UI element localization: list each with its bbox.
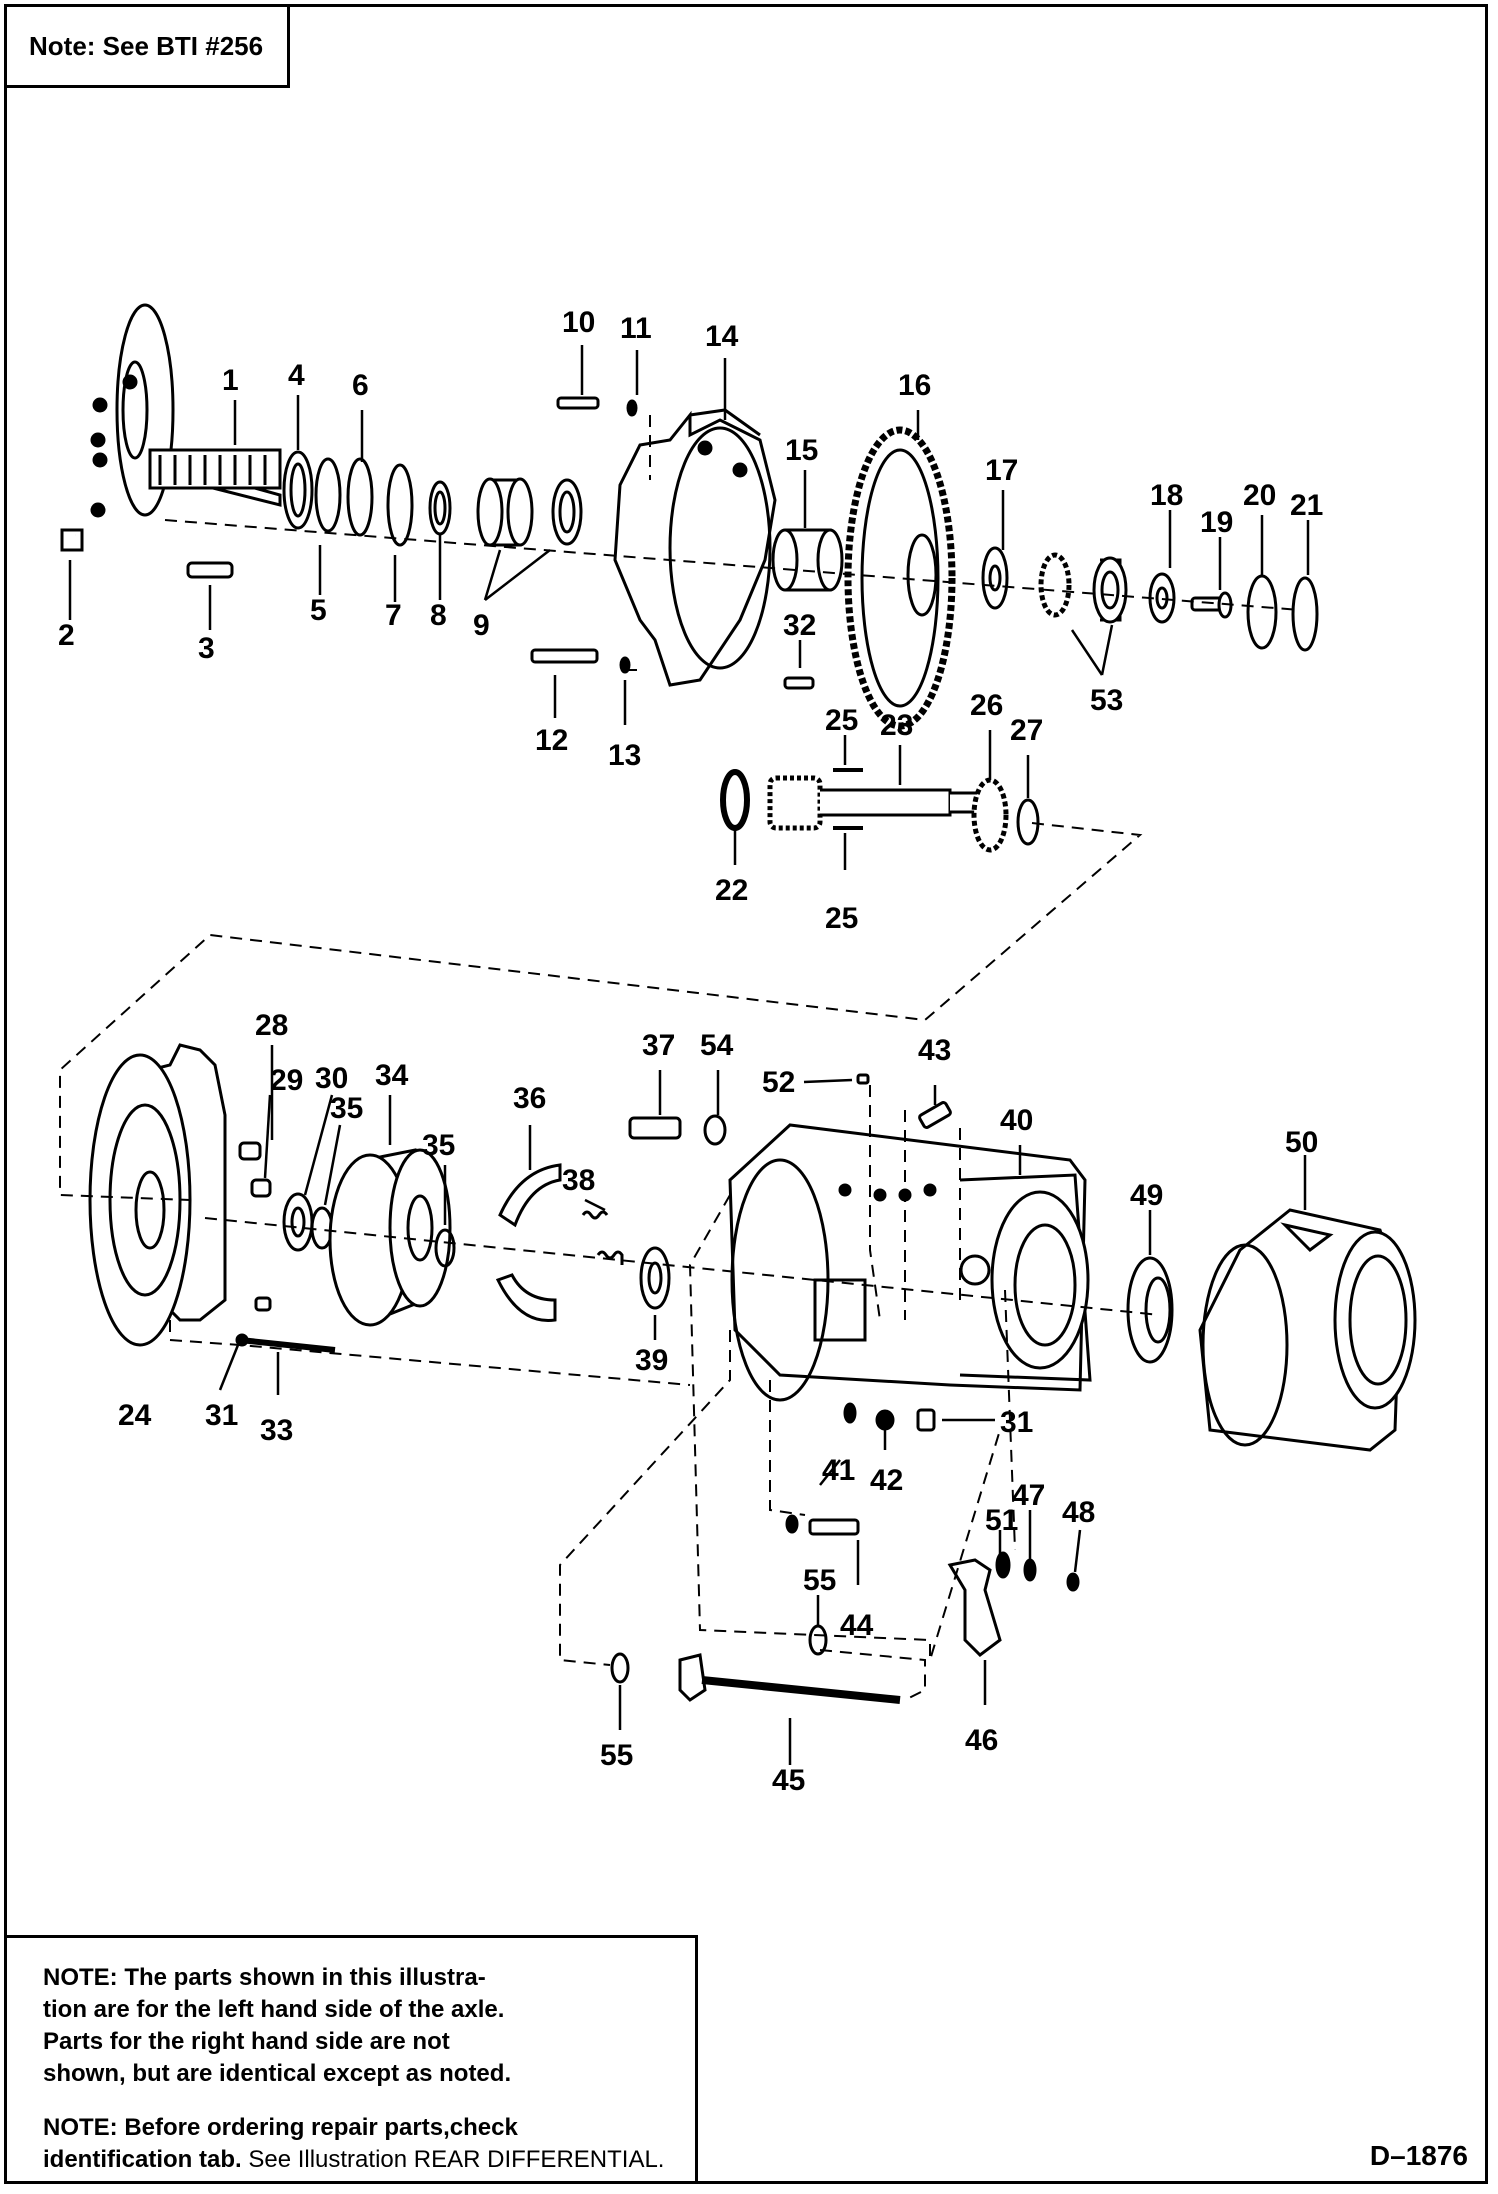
callout-33: 33	[260, 1414, 293, 1447]
header-note: Note: See BTI #256	[4, 4, 290, 88]
drive-case	[728, 1123, 1092, 1402]
note-line-4: shown, but are identical except as noted…	[43, 2060, 512, 2087]
note-line-6: identification tab. See Illustration REA…	[43, 2144, 665, 2176]
callout-45: 45	[772, 1764, 805, 1797]
note-line-2: tion are for the left hand side of the a…	[43, 1996, 505, 2023]
callout-6: 6	[352, 369, 369, 402]
callout-20: 20	[1243, 479, 1276, 512]
drive-housing	[88, 1043, 227, 1347]
callout-54: 54	[700, 1029, 734, 1062]
callout-5: 5	[310, 594, 327, 627]
callout-49: 49	[1130, 1179, 1163, 1212]
note-line-6-bold: identification tab.	[43, 2146, 242, 2173]
callout-51: 51	[985, 1504, 1018, 1537]
callout-16: 16	[898, 369, 931, 402]
callout-53: 53	[1090, 684, 1123, 717]
callout-2: 2	[58, 619, 75, 652]
callout-19: 19	[1200, 506, 1233, 539]
callout-9: 9	[473, 609, 490, 642]
notes-box: NOTE: The parts shown in this illustra- …	[4, 1935, 698, 2184]
callout-27: 27	[1010, 714, 1043, 747]
callout-55a: 55	[803, 1564, 836, 1597]
callout-32: 32	[783, 609, 816, 642]
callout-37: 37	[642, 1029, 675, 1062]
callout-30: 30	[315, 1062, 348, 1095]
callout-50: 50	[1285, 1126, 1318, 1159]
callout-36: 36	[513, 1082, 546, 1115]
callout-25b: 25	[825, 902, 858, 935]
callout-15: 15	[785, 434, 818, 467]
callout-13: 13	[608, 739, 641, 772]
callout-1: 1	[222, 364, 239, 397]
callout-47: 47	[1012, 1479, 1045, 1512]
axle-hub-flange	[60, 303, 282, 579]
callout-8: 8	[430, 599, 447, 632]
callout-26: 26	[970, 689, 1003, 722]
callout-10: 10	[562, 306, 595, 339]
callout-35a: 35	[330, 1092, 363, 1125]
note-line-5: NOTE: Before ordering repair parts,check	[43, 2114, 518, 2141]
callout-25a: 25	[825, 704, 858, 737]
callout-41: 41	[822, 1454, 855, 1487]
page-frame	[4, 4, 1488, 2184]
callout-44: 44	[840, 1609, 874, 1642]
callout-52: 52	[762, 1066, 795, 1099]
callout-39: 39	[635, 1344, 668, 1377]
callout-21: 21	[1290, 489, 1323, 522]
header-note-text: Note: See BTI #256	[29, 30, 264, 61]
callout-12: 12	[535, 724, 568, 757]
callout-46: 46	[965, 1724, 998, 1757]
callout-34: 34	[375, 1059, 409, 1092]
callout-42: 42	[870, 1464, 903, 1497]
note-line-3: Parts for the right hand side are not	[43, 2028, 450, 2055]
callout-28: 28	[255, 1009, 288, 1042]
callout-48: 48	[1062, 1496, 1095, 1529]
callout-7: 7	[385, 599, 402, 632]
callout-23: 23	[880, 709, 913, 742]
drawing-number: D–1876	[1369, 2140, 1468, 2171]
callout-11: 11	[620, 312, 652, 345]
callout-40: 40	[1000, 1104, 1033, 1137]
callout-4: 4	[288, 359, 305, 392]
callout-38: 38	[562, 1164, 595, 1197]
callout-35b: 35	[422, 1129, 455, 1162]
callout-29: 29	[270, 1064, 303, 1097]
drive-gear	[844, 426, 956, 730]
axle-housing	[1198, 1208, 1417, 1452]
callout-labels: 1 2 3 4 5 6 7 8 9 10 11 12 13 14 15 16 1…	[58, 306, 1323, 1797]
callout-18: 18	[1150, 479, 1183, 512]
gearcase-cover	[613, 408, 777, 687]
callout-55b: 55	[600, 1739, 633, 1772]
callout-22: 22	[715, 874, 748, 907]
brake-drum	[328, 1148, 452, 1327]
callout-17: 17	[985, 454, 1018, 487]
note-line-1: NOTE: The parts shown in this illustra-	[43, 1964, 486, 1991]
callout-14: 14	[705, 320, 739, 353]
callout-24: 24	[118, 1399, 152, 1432]
callout-43: 43	[918, 1034, 951, 1067]
callout-31b: 31	[1000, 1406, 1033, 1439]
note-line-6-rest: See Illustration REAR DIFFERENTIAL.	[241, 2146, 665, 2173]
callout-31a: 31	[205, 1399, 238, 1432]
callout-3: 3	[198, 632, 215, 665]
